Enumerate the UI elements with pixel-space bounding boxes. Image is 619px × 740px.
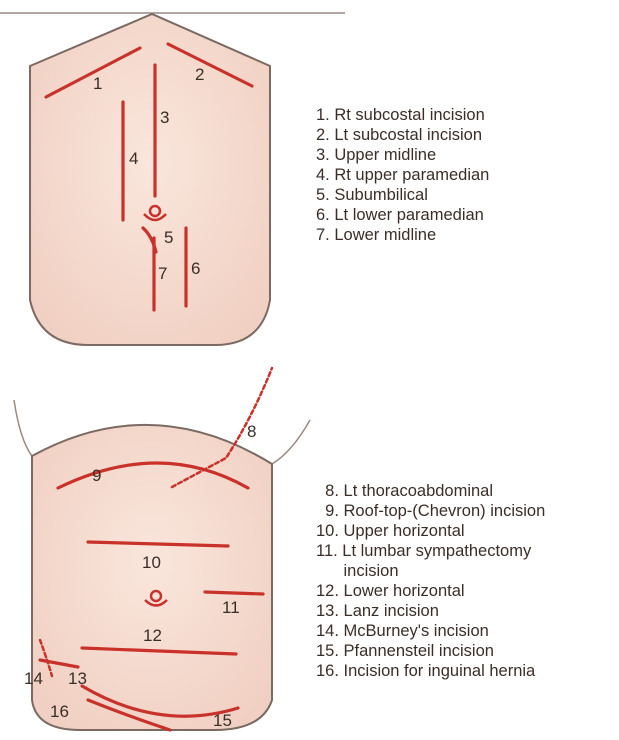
label-9: 9 — [92, 466, 101, 485]
legend-item: 13. Lanz incision — [316, 601, 545, 621]
top-abdomen-diagram: 1 2 3 4 5 6 7 — [0, 13, 345, 345]
legend-item: incision — [316, 561, 545, 581]
legend-item: 8. Lt thoracoabdominal — [316, 481, 545, 501]
legend-top: 1. Rt subcostal incision 2. Lt subcostal… — [316, 105, 489, 245]
label-16: 16 — [50, 702, 69, 721]
legend-item: 4. Rt upper paramedian — [316, 165, 489, 185]
label-1: 1 — [93, 74, 102, 93]
label-10: 10 — [142, 553, 161, 572]
label-4: 4 — [129, 149, 138, 168]
label-3: 3 — [160, 108, 169, 127]
label-2: 2 — [195, 65, 204, 84]
incision-11-lt-lumbar-sympathectomy — [205, 592, 263, 594]
legend-item: 9. Roof-top-(Chevron) incision — [316, 501, 545, 521]
label-7: 7 — [158, 264, 167, 283]
label-12: 12 — [143, 626, 162, 645]
legend-item: 16. Incision for inguinal hernia — [316, 661, 545, 681]
legend-item: 1. Rt subcostal incision — [316, 105, 489, 125]
legend-item: 2. Lt subcostal incision — [316, 125, 489, 145]
legend-item: 6. Lt lower paramedian — [316, 205, 489, 225]
label-14: 14 — [24, 669, 43, 688]
legend-item: 14. McBurney's incision — [316, 621, 545, 641]
bottom-abdomen-diagram: 8 9 10 11 12 13 14 15 16 — [14, 368, 310, 730]
label-6: 6 — [191, 259, 200, 278]
label-15: 15 — [213, 711, 232, 730]
legend-item: 5. Subumbilical — [316, 185, 489, 205]
legend-item: 7. Lower midline — [316, 225, 489, 245]
legend-item: 3. Upper midline — [316, 145, 489, 165]
label-5: 5 — [164, 228, 173, 247]
top-abdomen-outline — [30, 14, 270, 345]
legend-item: 15. Pfannensteil incision — [316, 641, 545, 661]
legend-bottom: 8. Lt thoracoabdominal 9. Roof-top-(Chev… — [316, 481, 545, 681]
label-11: 11 — [222, 598, 240, 617]
legend-item: 11. Lt lumbar sympathectomy — [316, 541, 545, 561]
label-13: 13 — [68, 669, 87, 688]
label-8: 8 — [247, 422, 256, 441]
legend-item: 12. Lower horizontal — [316, 581, 545, 601]
legend-item: 10. Upper horizontal — [316, 521, 545, 541]
